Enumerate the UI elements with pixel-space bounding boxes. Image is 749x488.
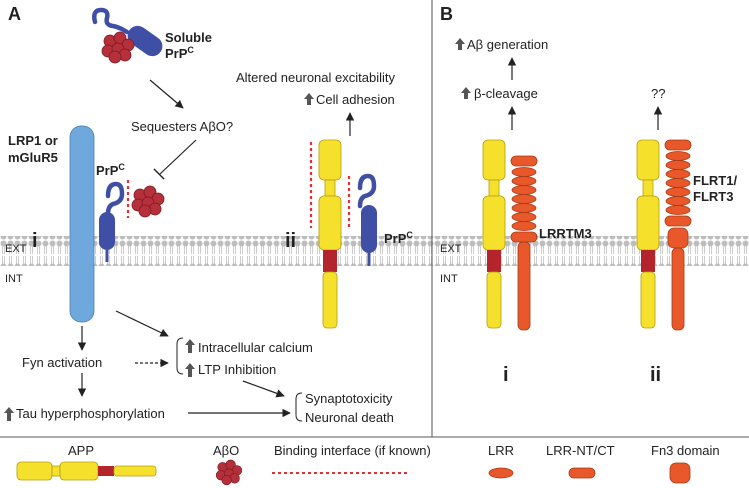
ext-label-b: EXT bbox=[440, 243, 462, 255]
abo-i bbox=[131, 185, 165, 218]
prp-icon-i bbox=[99, 181, 125, 262]
app-b-i bbox=[482, 139, 506, 329]
soluble-prp-label: Soluble bbox=[165, 30, 212, 45]
up-arrow-icon bbox=[4, 407, 14, 421]
arrow-ltp-to-synapto bbox=[242, 380, 285, 398]
flrt-label-2: FLRT3 bbox=[693, 189, 733, 204]
synaptotoxicity-label: Synaptotoxicity bbox=[305, 391, 393, 406]
tau-label: Tau hyperphosphorylation bbox=[16, 406, 165, 421]
legend-fn3-icon bbox=[669, 462, 691, 484]
arrow-lrp1-to-calcium bbox=[115, 310, 169, 337]
abeta-generation-label: Aβ generation bbox=[467, 37, 548, 52]
ltp-inhibition-label: LTP Inhibition bbox=[198, 362, 276, 377]
fyn-activation-label: Fyn activation bbox=[22, 355, 102, 370]
legend-lrr-icon bbox=[488, 467, 514, 479]
altered-excitability-label: Altered neuronal excitability bbox=[236, 70, 395, 85]
mglur5-label: mGluR5 bbox=[8, 150, 58, 165]
up-arrow-icon bbox=[461, 87, 471, 99]
roman-i-b: i bbox=[503, 364, 509, 386]
sequesters-label: Sequesters AβO? bbox=[131, 119, 233, 134]
legend-app-label: APP bbox=[68, 443, 94, 458]
inhibit-bar bbox=[153, 168, 165, 180]
up-arrow-icon bbox=[185, 363, 195, 377]
neuronal-death-label: Neuronal death bbox=[305, 410, 394, 425]
soluble-prp-icon bbox=[92, 7, 163, 64]
app-b-ii bbox=[636, 139, 660, 329]
up-arrow-icon bbox=[304, 93, 314, 105]
legend-app-icon bbox=[16, 461, 157, 481]
legend-lrr-nt-ct-icon bbox=[568, 467, 596, 479]
app-ii bbox=[318, 139, 342, 329]
lrp1-label: LRP1 or bbox=[8, 133, 58, 148]
ext-label-a: EXT bbox=[5, 243, 27, 255]
arrow-soluble-to-sequesters bbox=[149, 79, 184, 109]
panel-b-letter: B bbox=[440, 4, 453, 24]
int-label-b: INT bbox=[440, 273, 458, 285]
prp-label-i: PrPC bbox=[96, 162, 125, 178]
intracellular-calcium-label: Intracellular calcium bbox=[198, 340, 313, 355]
int-label-a: INT bbox=[5, 273, 23, 285]
roman-ii-a: ii bbox=[285, 230, 296, 252]
legend-binding-label: Binding interface (if known) bbox=[274, 443, 431, 458]
flrt-protein bbox=[664, 139, 692, 331]
up-arrow-icon bbox=[185, 339, 195, 353]
cell-adhesion-label: Cell adhesion bbox=[316, 92, 395, 107]
flrt-label-1: FLRT1/ bbox=[693, 173, 737, 188]
roman-i-a: i bbox=[32, 230, 38, 252]
roman-ii-b: ii bbox=[650, 364, 661, 386]
bracket-outcomes bbox=[295, 392, 303, 422]
up-arrow-icon bbox=[455, 38, 465, 50]
lrrtm3-label: LRRTM3 bbox=[539, 226, 592, 241]
lrrtm3-protein bbox=[510, 155, 538, 331]
legend-lrr-label: LRR bbox=[488, 443, 514, 458]
panel-a-letter: A bbox=[8, 4, 21, 24]
unknown-label: ?? bbox=[651, 86, 665, 101]
soluble-prp-label-2: PrPC bbox=[165, 45, 194, 61]
bracket-calcium-ltp bbox=[176, 337, 184, 375]
beta-cleavage-label: β-cleavage bbox=[474, 86, 538, 101]
inhibit-line bbox=[159, 139, 197, 175]
prp-icon-ii bbox=[357, 173, 377, 266]
legend-lrr-nt-ct-label: LRR-NT/CT bbox=[546, 443, 615, 458]
prp-label-ii: PrPC bbox=[384, 230, 413, 246]
lrp1-receptor bbox=[69, 125, 95, 323]
legend-fn3-label: Fn3 domain bbox=[651, 443, 720, 458]
legend-abo-icon bbox=[215, 459, 243, 486]
legend-abo-label: AβO bbox=[213, 443, 239, 458]
